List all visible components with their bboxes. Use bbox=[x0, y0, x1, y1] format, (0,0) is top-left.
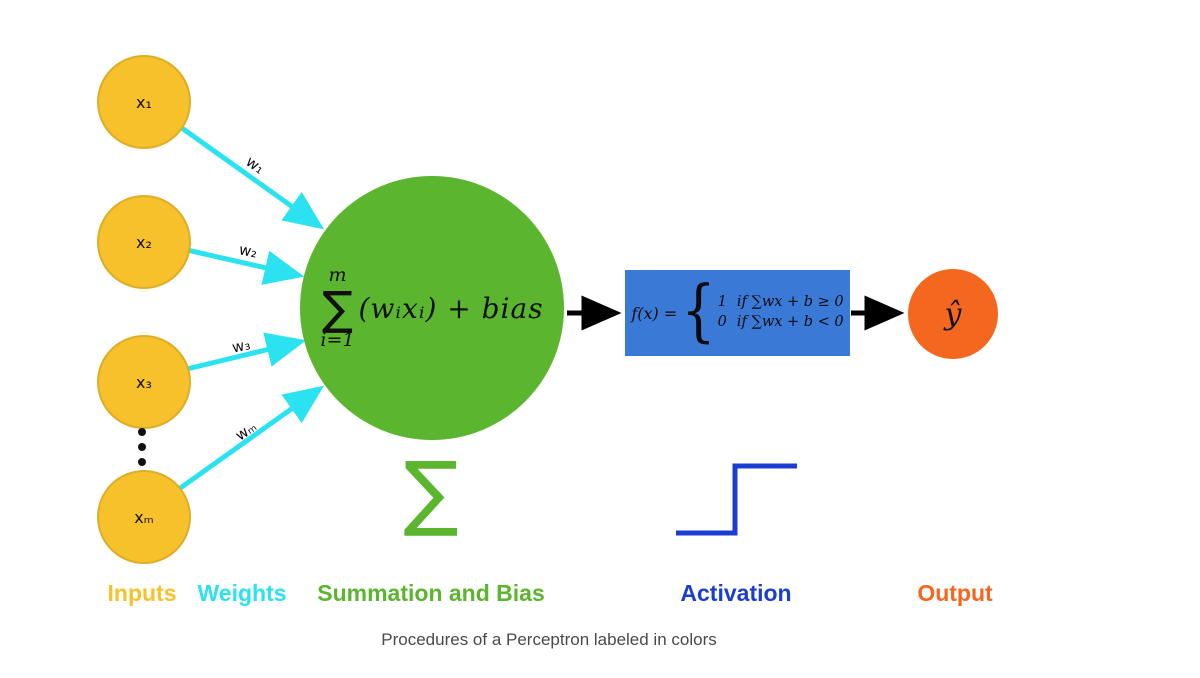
input-label-x3: x₃ bbox=[136, 372, 152, 392]
input-node-xm: xₘ bbox=[97, 470, 191, 564]
input-label-x2: x₂ bbox=[136, 232, 152, 252]
legend-inputs: Inputs bbox=[107, 580, 177, 606]
case-1-value: 1 bbox=[717, 294, 727, 311]
activation-case-1: 1 if ∑wx + b ≥ 0 bbox=[717, 294, 844, 311]
input-label-x1: x₁ bbox=[136, 92, 152, 112]
sigma-stack: m ∑ i=1 bbox=[320, 263, 355, 352]
step-function-icon bbox=[676, 463, 797, 536]
legend-activation: Activation bbox=[680, 580, 792, 606]
activation-box: f(x) = { 1 if ∑wx + b ≥ 0 0 if ∑wx + b <… bbox=[625, 270, 850, 356]
sum-body: (wᵢxᵢ) + bias bbox=[358, 291, 544, 325]
input-node-x3: x₃ bbox=[97, 335, 191, 429]
output-label: ŷ bbox=[944, 296, 962, 332]
legend-summation: Summation and Bias bbox=[317, 580, 545, 606]
input-node-x2: x₂ bbox=[97, 195, 191, 289]
summation-node: m ∑ i=1 (wᵢxᵢ) + bias bbox=[300, 176, 564, 440]
sum-symbol: ∑ bbox=[321, 280, 353, 335]
weight-arrow-1 bbox=[177, 123, 325, 230]
activation-lhs: f(x) = bbox=[631, 303, 678, 323]
case-2-condition: if ∑wx + b < 0 bbox=[736, 314, 844, 330]
output-node: ŷ bbox=[908, 269, 998, 359]
legend-weights: Weights bbox=[197, 580, 287, 606]
sigma-icon: ∑ bbox=[403, 445, 459, 540]
input-node-x1: x₁ bbox=[97, 55, 191, 149]
ellipsis-dots bbox=[138, 428, 146, 466]
weight-arrow-3 bbox=[186, 332, 307, 372]
legend-output: Output bbox=[917, 580, 993, 606]
weight-arrow-4 bbox=[177, 385, 325, 492]
weight-label-w2: w₂ bbox=[237, 240, 259, 262]
weight-arrow-2 bbox=[186, 247, 305, 285]
activation-case-2: 0 if ∑wx + b < 0 bbox=[717, 314, 844, 331]
diagram-caption: Procedures of a Perceptron labeled in co… bbox=[381, 630, 717, 649]
sum-lower-limit: i=1 bbox=[320, 329, 355, 352]
weight-label-w3: w₃ bbox=[230, 335, 252, 357]
summation-formula: m ∑ i=1 (wᵢxᵢ) + bias bbox=[320, 263, 544, 352]
activation-cases: 1 if ∑wx + b ≥ 0 0 if ∑wx + b < 0 bbox=[717, 294, 844, 331]
sum-upper-limit: m bbox=[328, 263, 347, 286]
case-1-condition: if ∑wx + b ≥ 0 bbox=[736, 294, 844, 311]
input-label-xm: xₘ bbox=[134, 507, 154, 527]
case-2-value: 0 bbox=[717, 314, 727, 330]
